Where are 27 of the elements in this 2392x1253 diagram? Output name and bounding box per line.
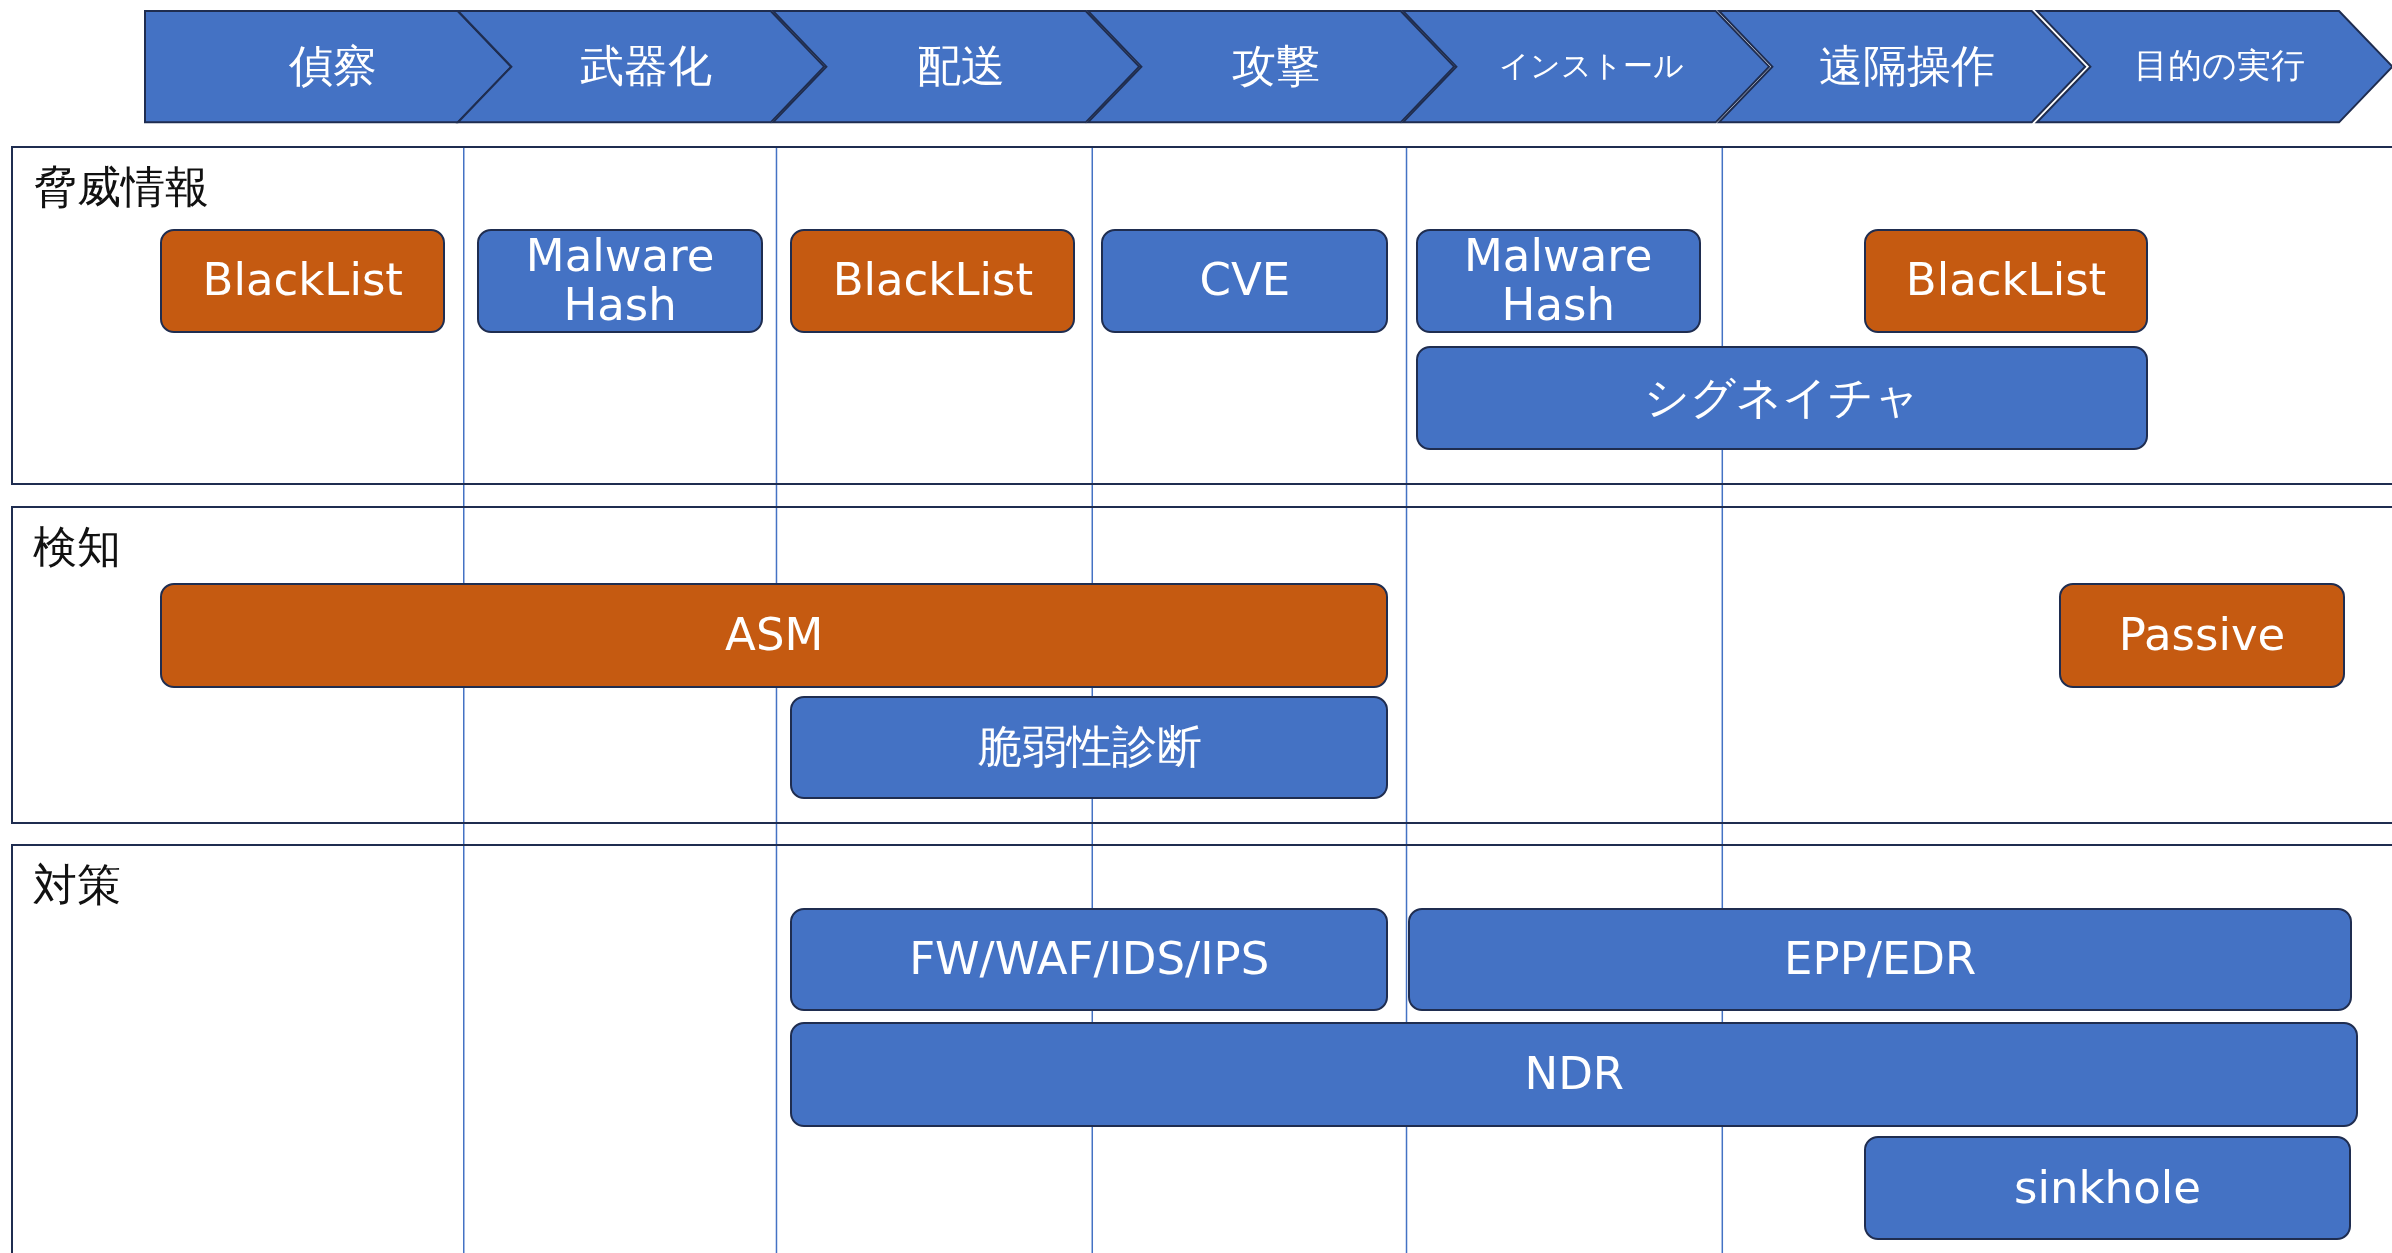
step-label: インストール <box>1498 46 1684 85</box>
item-box: Malware Hash <box>1415 228 1701 333</box>
item-box: Malware Hash <box>477 228 763 333</box>
item-box: BlackList <box>1864 228 2148 333</box>
panel-heading: 検知 <box>32 520 121 575</box>
item-box: FW/WAF/IDS/IPS <box>790 907 1389 1012</box>
item-box: CVE <box>1101 228 1389 333</box>
category-panel <box>10 146 2392 486</box>
item-box: BlackList <box>790 228 1076 333</box>
item-box: sinkhole <box>1864 1136 2351 1241</box>
item-box: BlackList <box>160 228 446 333</box>
item-box: EPP/EDR <box>1408 907 2353 1012</box>
step-label: 遠隔操作 <box>1818 38 1996 93</box>
step-label: 武器化 <box>578 38 712 93</box>
panel-heading: 脅威情報 <box>32 160 209 215</box>
item-box: 脆弱性診断 <box>790 695 1389 800</box>
item-box: シグネイチャ <box>1415 346 2148 450</box>
item-box: ASM <box>160 582 1389 688</box>
category-panel <box>10 843 2392 1253</box>
step-label: 配送 <box>916 38 1006 93</box>
item-box: NDR <box>790 1022 2359 1128</box>
panel-heading: 対策 <box>32 857 121 912</box>
step-label: 目的の実行 <box>2132 44 2305 88</box>
item-box: Passive <box>2059 582 2345 688</box>
step-label: 攻撃 <box>1230 38 1320 93</box>
category-panel <box>10 506 2392 824</box>
step-label: 偵察 <box>287 38 377 93</box>
